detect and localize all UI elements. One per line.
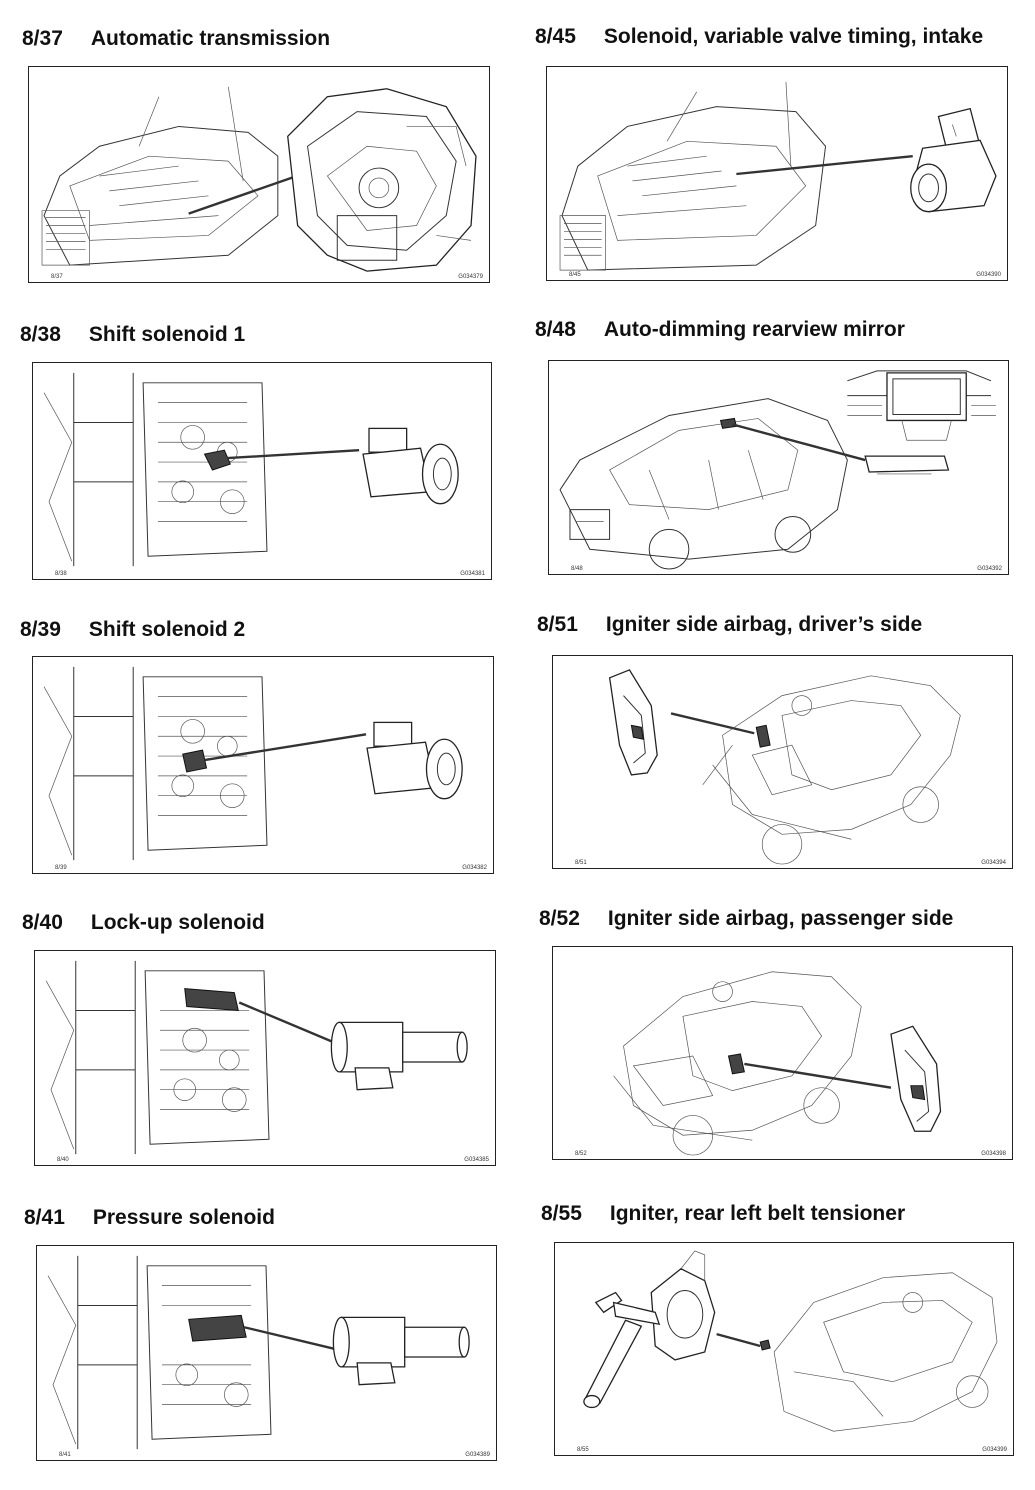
panel-illustration-8-39: 8/39 G034382 <box>32 656 494 874</box>
figure-code-right: G034382 <box>462 865 487 871</box>
figure-code-left: 8/40 <box>57 1157 69 1163</box>
panel-label: Automatic transmission <box>90 27 331 50</box>
panel-title-8-38: 8/38 Shift solenoid 1 <box>20 323 245 347</box>
engine-bay-transmission-drawing <box>41 86 477 272</box>
panel-title-8-55: 8/55 Igniter, rear left belt tensioner <box>541 1202 905 1226</box>
panel-number: 8/40 <box>22 911 63 934</box>
figure-code-left: 8/51 <box>575 860 587 866</box>
panel-label: Igniter, rear left belt tensioner <box>609 1202 906 1225</box>
car-rear-belt-tensioner-drawing <box>583 1250 998 1432</box>
panel-title-8-41: 8/41 Pressure solenoid <box>24 1206 275 1230</box>
panel-title-8-52: 8/52 Igniter side airbag, passenger side <box>539 907 953 931</box>
panel-illustration-8-52: 8/52 G034398 <box>552 946 1013 1160</box>
car-rearview-mirror-drawing <box>559 370 996 570</box>
panel-title-8-37: 8/37 Automatic transmission <box>22 27 330 51</box>
panel-title-8-51: 8/51 Igniter side airbag, driver’s side <box>537 613 922 637</box>
figure-code-left: 8/52 <box>575 1151 587 1157</box>
panel-illustration-8-45: 8/45 G034390 <box>546 66 1008 281</box>
figure-code-right: G034390 <box>976 272 1001 278</box>
panel-number: 8/51 <box>537 613 578 636</box>
engine-bay-vvt-solenoid-drawing <box>559 81 997 271</box>
panel-number: 8/39 <box>20 618 61 641</box>
figure-code-right: G034379 <box>458 274 483 280</box>
panel-number: 8/48 <box>535 318 576 341</box>
panel-label: Shift solenoid 2 <box>88 618 246 641</box>
panel-title-8-45: 8/45 Solenoid, variable valve timing, int… <box>535 25 983 49</box>
panel-illustration-8-55: 8/55 G034399 <box>554 1242 1014 1456</box>
figure-code-right: G034398 <box>981 1151 1006 1157</box>
panel-illustration-8-38: 8/38 G034381 <box>32 362 492 580</box>
valve-body-lock-up-solenoid-drawing <box>45 960 468 1155</box>
figure-code-left: 8/39 <box>55 865 67 871</box>
panel-illustration-8-37: 8/37 G034379 <box>28 66 490 283</box>
panel-title-8-39: 8/39 Shift solenoid 2 <box>20 618 245 642</box>
figure-code-right: G034381 <box>460 571 485 577</box>
panel-label: Auto-dimming rearview mirror <box>603 318 905 341</box>
panel-label: Igniter side airbag, driver’s side <box>605 613 923 636</box>
panel-number: 8/45 <box>535 25 576 48</box>
panel-illustration-8-40: 8/40 G034385 <box>34 950 496 1166</box>
figure-code-left: 8/48 <box>571 566 583 572</box>
valve-body-pressure-solenoid-drawing <box>47 1255 470 1450</box>
car-driver-side-airbag-drawing <box>608 669 961 865</box>
panel-number: 8/55 <box>541 1202 582 1225</box>
figure-code-right: G034385 <box>464 1157 489 1163</box>
panel-number: 8/37 <box>22 27 63 50</box>
figure-code-left: 8/55 <box>577 1447 589 1453</box>
panel-label: Pressure solenoid <box>92 1206 275 1229</box>
panel-illustration-8-41: 8/41 G034389 <box>36 1245 497 1461</box>
valve-body-shift-solenoid-1-drawing <box>43 372 459 567</box>
valve-body-shift-solenoid-2-drawing <box>43 666 463 861</box>
panel-number: 8/38 <box>20 323 61 346</box>
panel-title-8-48: 8/48 Auto-dimming rearview mirror <box>535 318 905 342</box>
figure-code-right: G034389 <box>465 1452 490 1458</box>
panel-label: Igniter side airbag, passenger side <box>607 907 954 930</box>
panel-number: 8/41 <box>24 1206 65 1229</box>
figure-code-right: G034399 <box>982 1447 1007 1453</box>
panel-illustration-8-51: 8/51 G034394 <box>552 655 1013 869</box>
panel-label: Shift solenoid 1 <box>88 323 246 346</box>
panel-illustration-8-48: 8/48 G034392 <box>548 360 1009 575</box>
car-passenger-side-airbag-drawing <box>613 971 942 1156</box>
figure-code-left: 8/38 <box>55 571 67 577</box>
panel-number: 8/52 <box>539 907 580 930</box>
figure-code-right: G034392 <box>977 566 1002 572</box>
figure-code-left: 8/37 <box>51 274 63 280</box>
figure-code-left: 8/41 <box>59 1452 71 1458</box>
panel-title-8-40: 8/40 Lock-up solenoid <box>22 911 265 935</box>
figure-code-left: 8/45 <box>569 272 581 278</box>
panel-label: Solenoid, variable valve timing, intake <box>603 25 984 48</box>
panel-label: Lock-up solenoid <box>90 911 265 934</box>
figure-code-right: G034394 <box>981 860 1006 866</box>
